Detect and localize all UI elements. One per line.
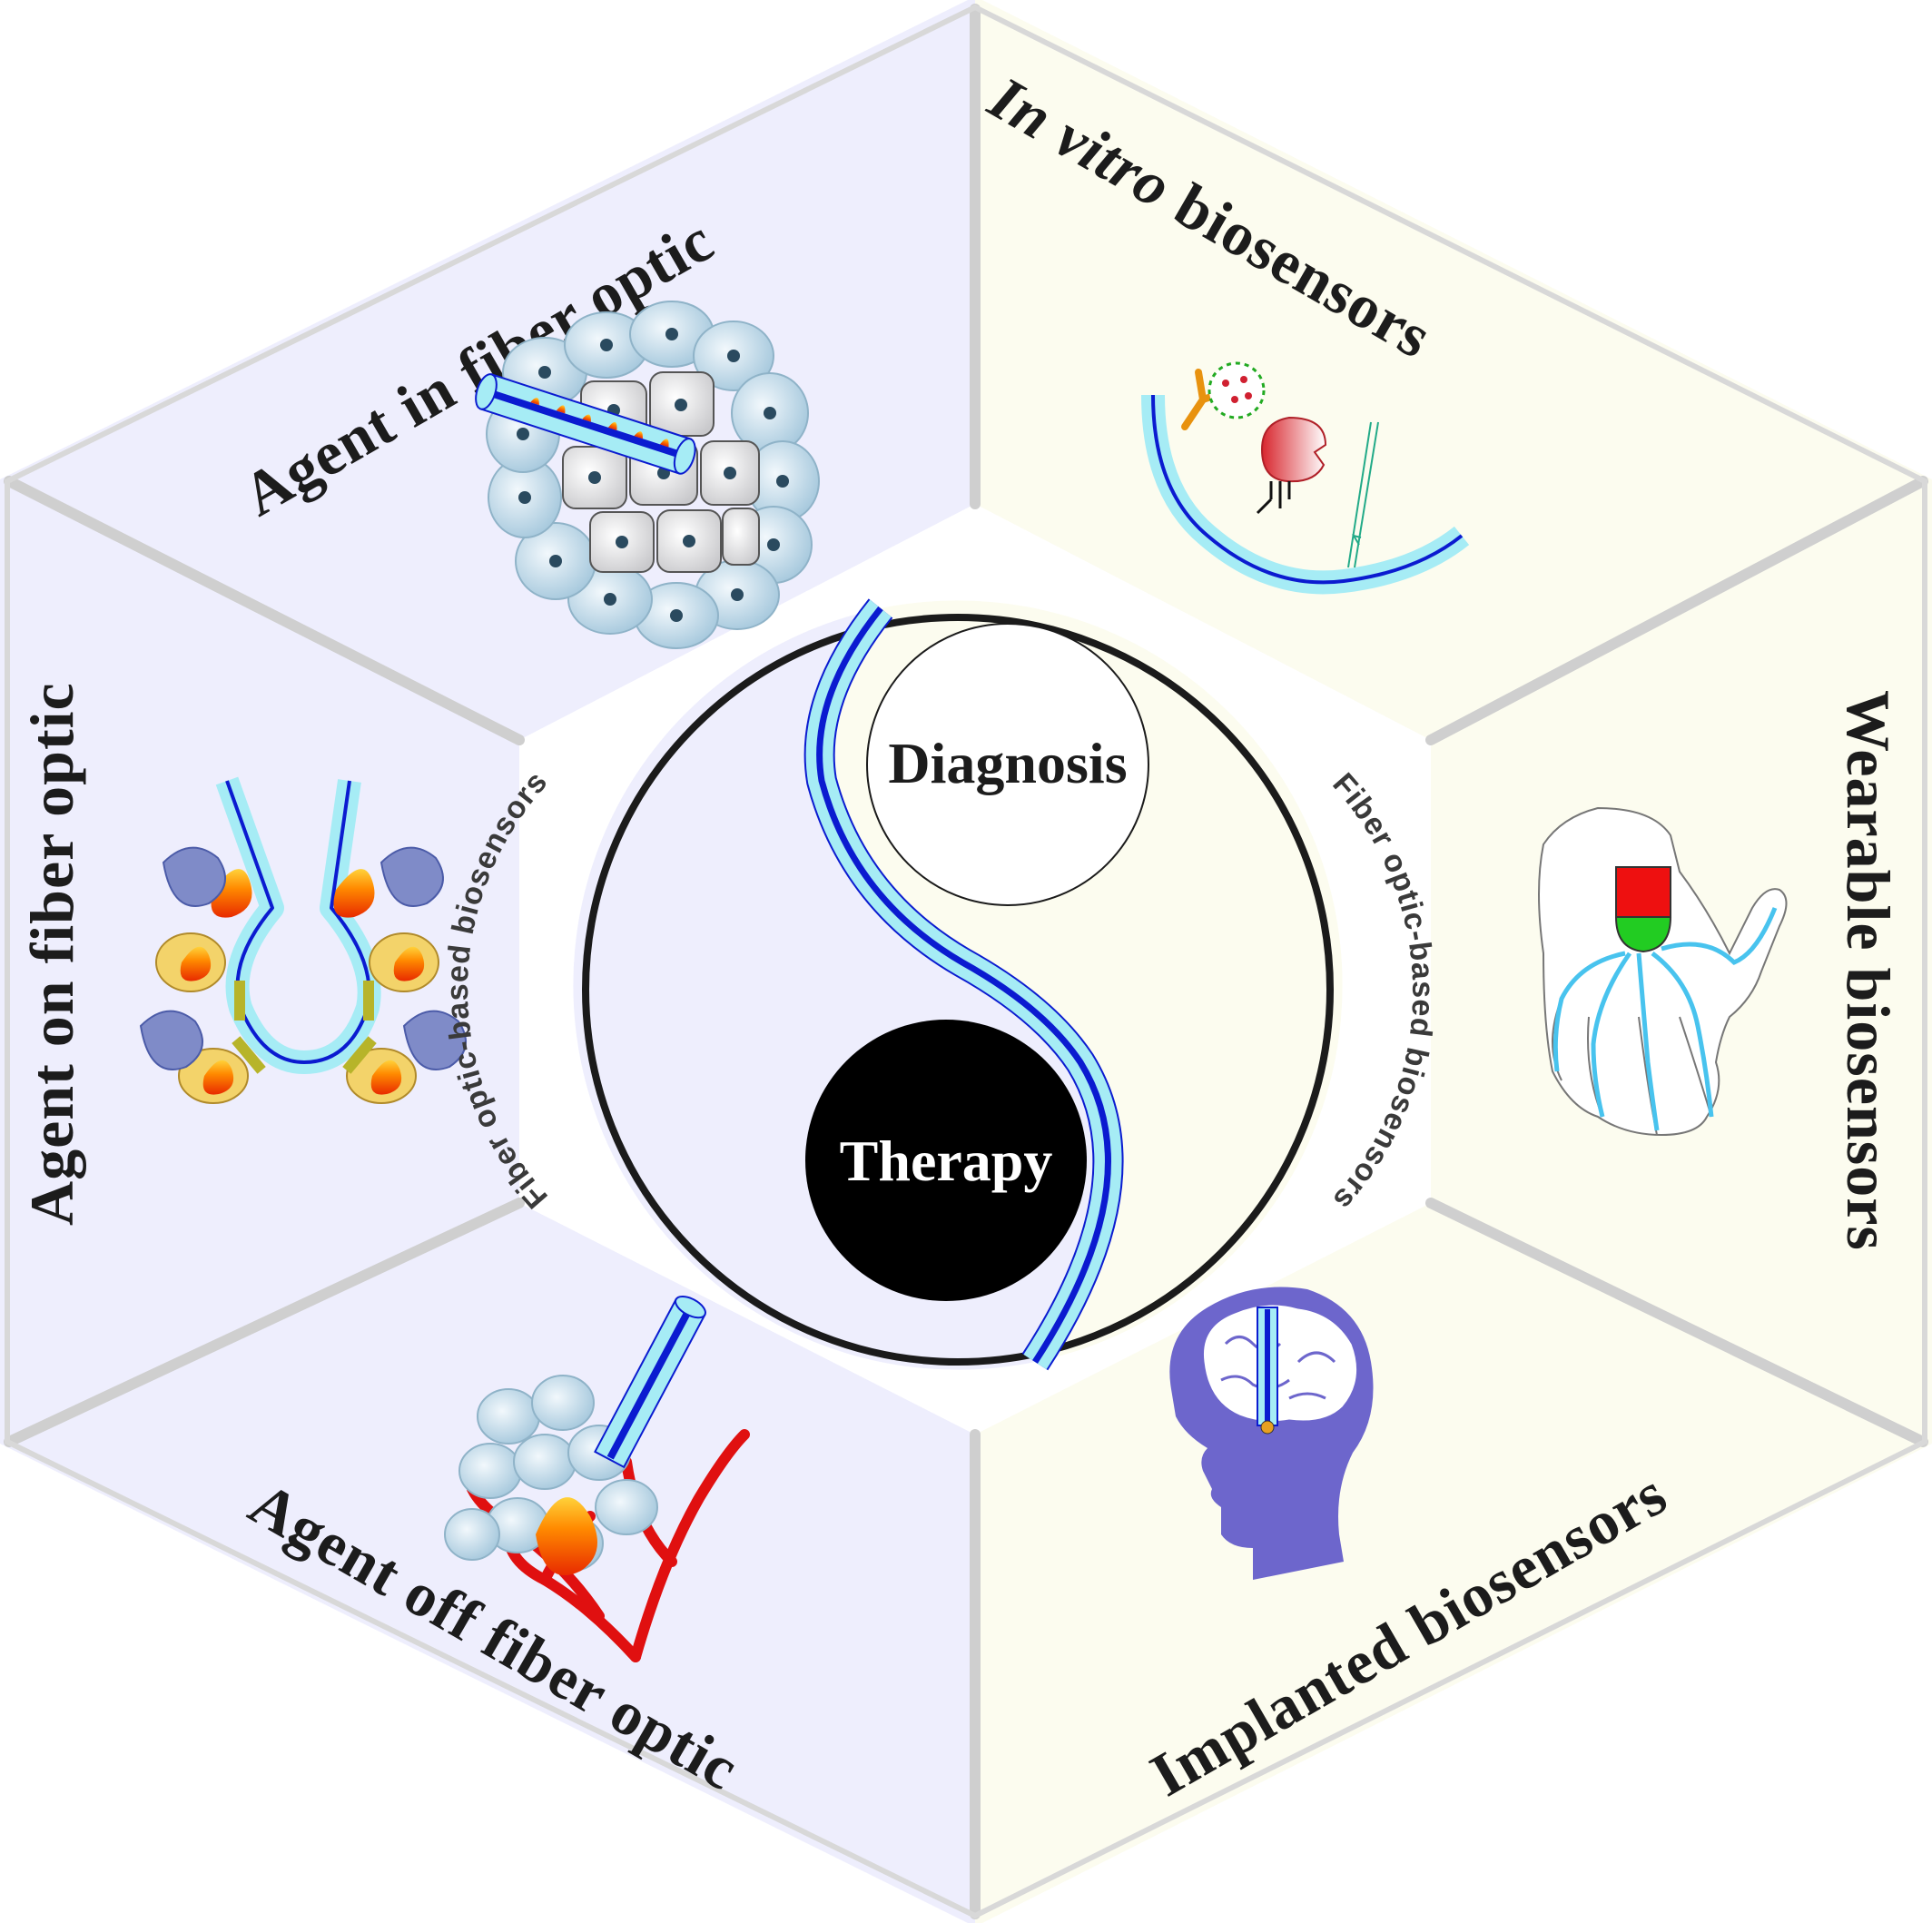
title-wearable-biosensors: Wearable biosensors: [1834, 690, 1903, 1251]
hand-with-sensor-illustration: [1538, 806, 1788, 1137]
hand-fiber-lines: [1552, 907, 1778, 1131]
tumor-cell-cluster: [444, 1375, 658, 1572]
implanted-fiber: [1257, 1307, 1278, 1435]
heat-burst: [536, 1497, 597, 1575]
therapy-circle: [805, 1020, 1087, 1301]
inserted-fiber-rod: [594, 1295, 706, 1469]
corner-bottom-right: [982, 1444, 1932, 1923]
separator-lower-right: [1425, 1198, 1928, 1447]
diagnosis-label: Diagnosis: [888, 731, 1127, 795]
fiber-over-tumor-vessels-illustration: [444, 1295, 750, 1662]
separator-upper-left: [4, 476, 525, 745]
corner-top-right: [982, 0, 1932, 479]
s-fiber-core: [816, 606, 1111, 1364]
fiber-in-tumor-illustration: [475, 301, 820, 649]
outer-hexagon-outline: [5, 4, 1927, 1919]
hand-outline: [1538, 806, 1788, 1137]
free-cells: [139, 846, 467, 1070]
fiber-rod: [475, 373, 696, 475]
bent-fiber-biosensor-illustration: [1141, 361, 1470, 595]
head-brain-implant-illustration: [1169, 1287, 1374, 1580]
virus-particle: [1208, 361, 1266, 419]
brain-folds: [1220, 1336, 1336, 1400]
protein-receptor: [1256, 416, 1327, 515]
wearable-sensor-top: [1615, 866, 1671, 918]
antibody-rods: [232, 981, 377, 1074]
segment-separators: [4, 4, 1928, 1919]
therapy-label: Therapy: [840, 1129, 1053, 1193]
wearable-sensor-bottom: [1614, 916, 1672, 953]
corner-top-left: [0, 0, 968, 479]
looped-fiber-core: [225, 780, 371, 1064]
bent-fiber-core: [1151, 394, 1464, 585]
diagnosis-circle: [866, 623, 1149, 906]
tumor-nuclei: [517, 328, 789, 622]
separator-lower-left: [4, 1198, 525, 1447]
title-agent-on-fiber-optic: Agent on fiber optic: [17, 682, 86, 1226]
looped-fiber-with-cells-illustration: [139, 776, 467, 1104]
outer-ring-stroke: [582, 614, 1334, 1366]
separator-upper-right: [1425, 476, 1928, 745]
corner-bottom-left: [0, 1444, 968, 1923]
brain: [1200, 1302, 1360, 1425]
dna-strand: [1347, 421, 1379, 568]
